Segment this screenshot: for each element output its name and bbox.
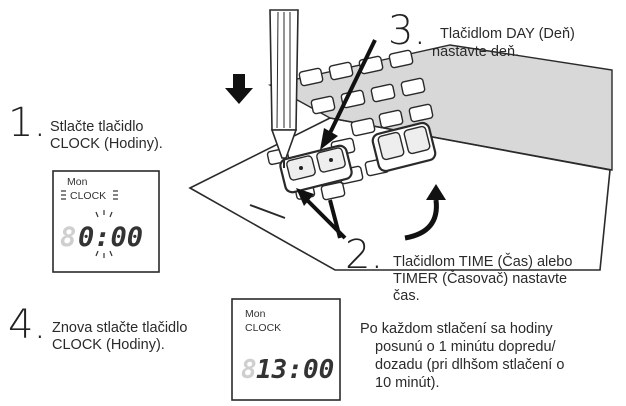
day-button: [403, 125, 431, 155]
remote-button: [298, 67, 324, 87]
step-2-number: 2.: [345, 232, 383, 278]
lcd-1-time: 0:00: [78, 222, 143, 253]
step-3-number: 3.: [388, 8, 426, 54]
day-button: [377, 131, 405, 161]
time-timer-buttons: [279, 144, 353, 194]
blink-rays-icon: [95, 210, 113, 258]
step-4-text: Znova stlačte tlačidlo CLOCK (Hodiny).: [52, 320, 191, 353]
remote-button: [400, 77, 426, 97]
lcd-display-1: Mon CLOCK 8 0:00: [52, 170, 160, 273]
arrow-step2-curve-icon: [328, 184, 446, 241]
arrow-step3-icon: [320, 39, 377, 150]
lcd-2-ghost-digit: 8: [241, 355, 257, 385]
step-2-note: Po každom stlačení sa hodiny posunú o 1 …: [360, 321, 568, 391]
lcd-display-2: Mon CLOCK 8 13:00: [231, 298, 341, 401]
step-3-text: Tlačidlom DAY (Deň) nastavte deň.: [432, 26, 579, 60]
remote-button: [328, 61, 354, 81]
remote-button: [408, 103, 434, 123]
pen-icon: [269, 9, 299, 168]
step-4-number: 4.: [8, 302, 46, 348]
lcd-1-day: Mon: [67, 176, 88, 188]
day-buttons: [371, 121, 437, 173]
press-arrow-icon: [225, 74, 253, 104]
remote-button: [378, 109, 404, 129]
lcd-2-label: CLOCK: [245, 322, 281, 334]
lcd-2-day: Mon: [245, 308, 266, 320]
step-1-number: 1.: [8, 100, 46, 146]
remote-button: [320, 181, 346, 201]
lcd-2-time: 13:00: [256, 355, 334, 385]
remote-button: [350, 117, 376, 137]
step-2-text: Tlačidlom TIME (Čas) alebo TIMER (Časova…: [393, 253, 576, 304]
step-1-text: Stlačte tlačidlo CLOCK (Hodiny).: [50, 119, 163, 152]
remote-button: [388, 49, 414, 69]
remote-button: [310, 95, 336, 115]
blink-marks-icon: [61, 190, 118, 200]
remote-button: [370, 83, 396, 103]
lcd-1-ghost-digit: 8: [60, 222, 76, 253]
lcd-1-label: CLOCK: [70, 190, 106, 202]
